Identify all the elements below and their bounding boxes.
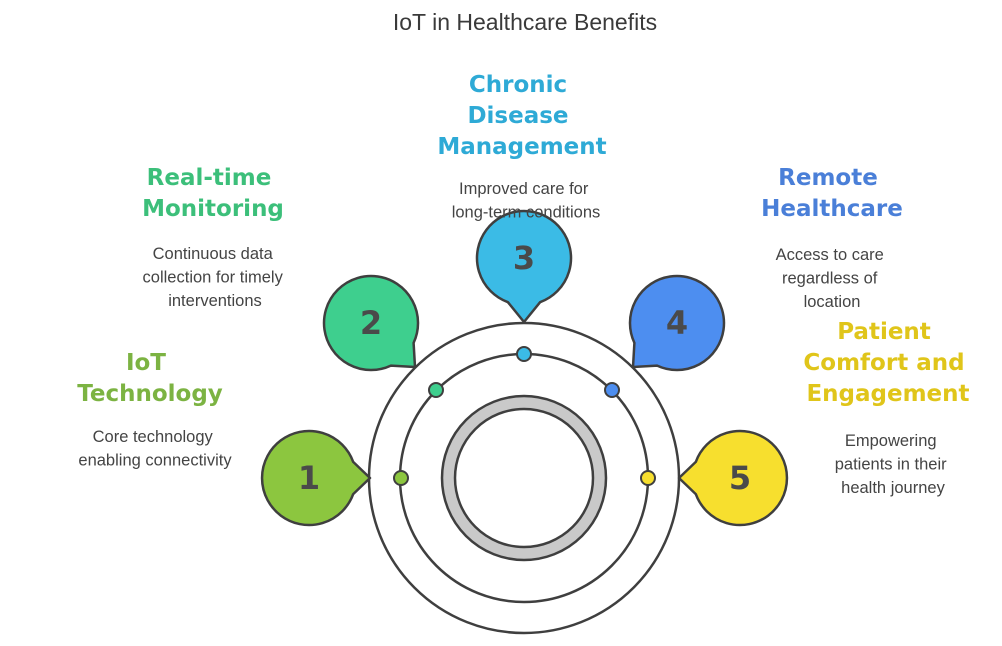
step-3-connector-dot xyxy=(516,346,532,362)
step-5-number: 5 xyxy=(729,459,751,497)
step-5: 5 Patient Comfort and Engagement Empower… xyxy=(640,319,972,527)
step-2-bubble xyxy=(322,274,420,372)
step-2-description: Continuous data collection for timely in… xyxy=(143,245,288,310)
step-1-bubble xyxy=(260,429,372,527)
step-1-number: 1 xyxy=(298,459,320,497)
step-3: 3 Chronic Disease Management Improved ca… xyxy=(437,72,607,362)
step-2-connector-dot xyxy=(428,382,444,398)
core-circle xyxy=(453,407,595,549)
step-5-connector-dot xyxy=(640,470,656,486)
step-3-bubble xyxy=(475,209,573,324)
step-2: 2 Real-time Monitoring Continuous data c… xyxy=(142,165,444,398)
step-3-description: Improved care for long-term conditions xyxy=(452,180,601,222)
step-4-heading: Remote Healthcare xyxy=(761,165,903,222)
step-1-heading: IoT Technology xyxy=(77,350,223,407)
step-1: 1 IoT Technology Core technology enablin… xyxy=(77,350,409,527)
step-4: 4 Remote Healthcare Access to care regar… xyxy=(604,165,903,398)
step-3-number: 3 xyxy=(513,239,535,277)
step-4-number: 4 xyxy=(666,304,688,342)
step-4-bubble xyxy=(628,274,726,372)
step-3-heading: Chronic Disease Management xyxy=(437,72,606,160)
step-4-connector-dot xyxy=(604,382,620,398)
step-5-heading: Patient Comfort and Engagement xyxy=(803,319,972,407)
step-2-heading: Real-time Monitoring xyxy=(142,165,284,222)
diagram-title: IoT in Healthcare Benefits xyxy=(393,9,657,35)
step-5-description: Empowering patients in their health jour… xyxy=(835,432,952,497)
step-4-description: Access to care regardless of location xyxy=(776,246,889,311)
step-1-description: Core technology enabling connectivity xyxy=(78,428,232,470)
ring-group xyxy=(367,321,681,635)
step-1-connector-dot xyxy=(393,470,409,486)
step-2-number: 2 xyxy=(360,304,382,342)
step-5-bubble xyxy=(677,429,789,527)
